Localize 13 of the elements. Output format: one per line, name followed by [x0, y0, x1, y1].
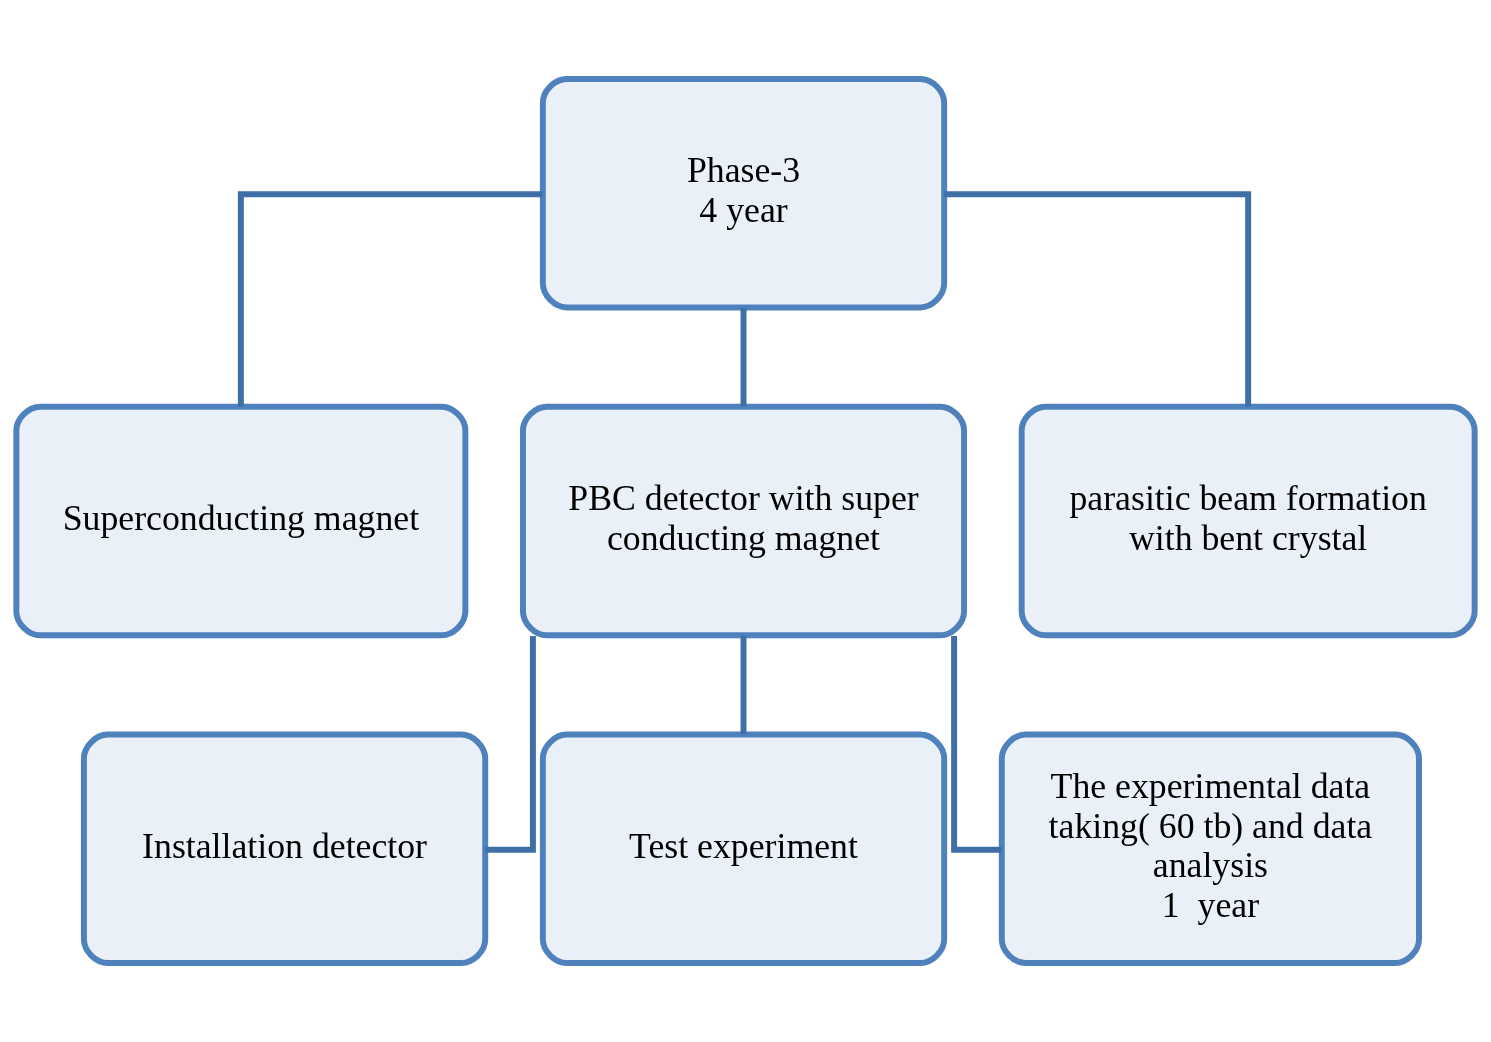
node-box: PBC detector with super conducting magnet	[520, 403, 967, 639]
node-box: Test experiment	[539, 731, 948, 967]
connector	[740, 307, 747, 407]
node-box: The experimental data taking( 60 tb) and data analysis 1 year	[998, 731, 1422, 967]
node-box: Phase-3 4 year	[539, 75, 948, 311]
node-box: Installation detector	[80, 731, 489, 967]
connector	[944, 191, 1252, 407]
connector	[740, 635, 747, 735]
connector	[951, 636, 1002, 853]
node-box: parasitic beam formation with bent crystal	[1018, 403, 1478, 639]
connector	[485, 636, 536, 853]
node-box: Superconducting magnet	[13, 403, 469, 639]
connector	[237, 191, 543, 407]
